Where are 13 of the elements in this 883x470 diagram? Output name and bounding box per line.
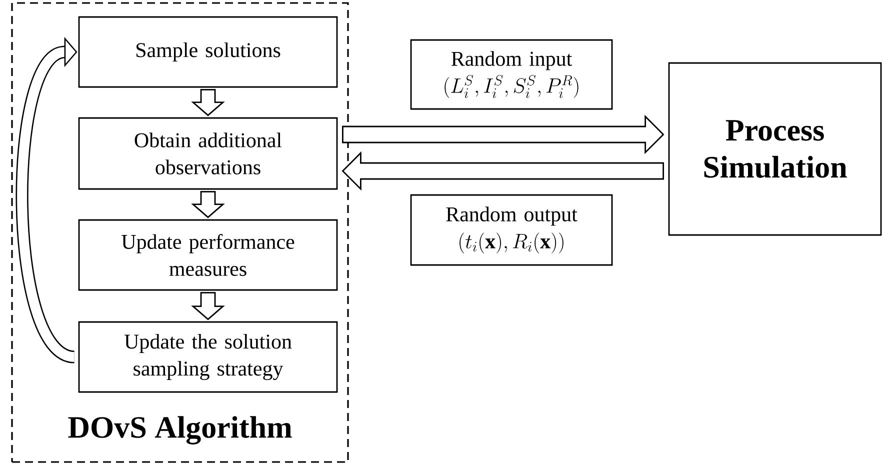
block-arrow [191,191,225,218]
step-box: Sample solutions [78,16,338,88]
info-box: Random output $(t_i(\mathbf{x}), R_i(\mathbf{x}))$ [410,194,613,266]
block-arrow [342,114,664,154]
step-box: Update performance measures [78,219,338,291]
process-box: Process Simulation [668,62,882,236]
block-arrow [191,292,225,320]
step-box: Obtain additional observations [78,117,338,190]
curved-block-arrow [16,36,78,363]
info-box: Random input $(L_i^S, I_i^S, S_i^S, P_i^R)$ [410,39,613,110]
block-arrow [191,89,225,116]
step-box: Update the solution sampling strategy [78,321,338,393]
block-arrow [342,151,664,191]
